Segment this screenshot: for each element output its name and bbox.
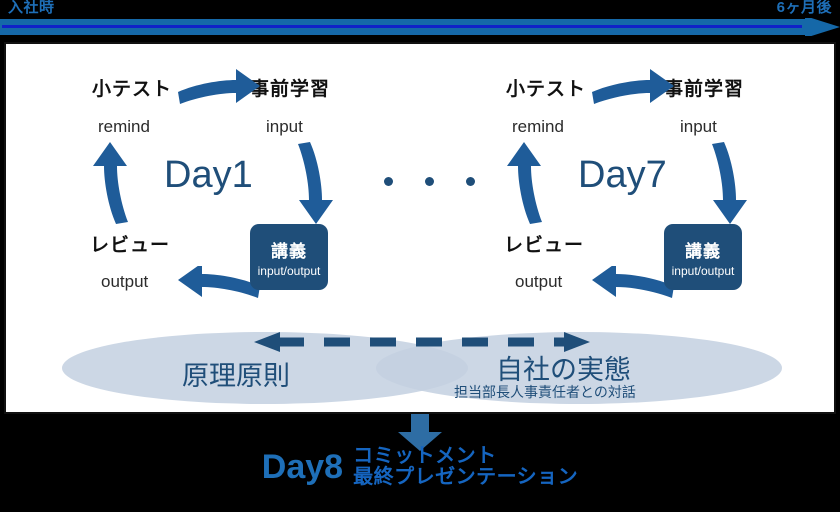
arrow-up-icon-2 [507, 142, 542, 224]
arrow-left-bottom-icon-2 [592, 266, 674, 298]
cycle-day1: 小テスト remind 事前学習 input レビュー output Day1 … [54, 44, 384, 304]
arrow-down-icon-2 [712, 142, 747, 224]
lecture-box-2: 講義 input/output [664, 224, 742, 290]
reality-label: 自社の実態 [496, 355, 631, 385]
prestudy-label-2: 事前学習 [664, 79, 745, 100]
arrow-right-top-icon-2 [592, 69, 674, 104]
lecture-box-1: 講義 input/output [250, 224, 328, 290]
review-sublabel-2: output [515, 272, 563, 291]
principles-reality-band: 原理原則 自社の実態 担当部長人事責任者との対話 [6, 332, 838, 416]
review-label-2: レビュー [504, 235, 585, 256]
dot-2 [425, 177, 434, 186]
dot-3 [466, 177, 475, 186]
quiz-sublabel-2: remind [512, 117, 564, 136]
arrow-right-top-icon-1 [178, 69, 260, 104]
arrow-up-icon-1 [93, 142, 128, 224]
reality-sublabel: 担当部長人事責任者との対話 [454, 384, 636, 400]
day-label-1: Day1 [164, 154, 253, 196]
timeline-end-label: 6ヶ月後 [776, 0, 832, 16]
review-sublabel-1: output [101, 272, 149, 291]
lecture-title-1: 講義 [271, 241, 307, 261]
day-label-2: Day7 [578, 154, 667, 196]
ellipsis-dots [384, 177, 475, 186]
main-panel: 小テスト remind 事前学習 input レビュー output Day1 … [4, 42, 836, 414]
day8-footer: Day8 コミットメント 最終プレゼンテーション [0, 445, 840, 489]
principles-label: 原理原則 [182, 361, 290, 391]
dot-1 [384, 177, 393, 186]
review-label-1: レビュー [90, 235, 171, 256]
day8-description: コミットメント 最終プレゼンテーション [353, 445, 579, 489]
cycle-day7: 小テスト remind 事前学習 input レビュー output Day7 … [468, 44, 798, 304]
day8-line1: コミットメント [353, 445, 497, 467]
day8-label: Day8 [261, 447, 344, 486]
quiz-label-1: 小テスト [92, 79, 173, 100]
quiz-sublabel-1: remind [98, 117, 150, 136]
arrow-left-bottom-icon-1 [178, 266, 260, 298]
day8-line2: 最終プレゼンテーション [353, 466, 579, 489]
timeline-banner: 入社時 6ヶ月後 [0, 0, 840, 36]
arrow-down-icon-1 [298, 142, 333, 224]
lecture-title-2: 講義 [685, 241, 721, 261]
bidirectional-dashed-arrow-icon [254, 332, 590, 352]
arrow-down-to-day8-icon [398, 414, 442, 451]
prestudy-label-1: 事前学習 [250, 79, 331, 100]
lecture-sub-1: input/output [257, 263, 321, 278]
prestudy-sublabel-1: input [266, 117, 303, 136]
timeline-arrow-bar [0, 18, 840, 36]
timeline-start-label: 入社時 [8, 0, 55, 16]
quiz-label-2: 小テスト [506, 79, 587, 100]
prestudy-sublabel-2: input [680, 117, 717, 136]
lecture-sub-2: input/output [671, 263, 735, 278]
